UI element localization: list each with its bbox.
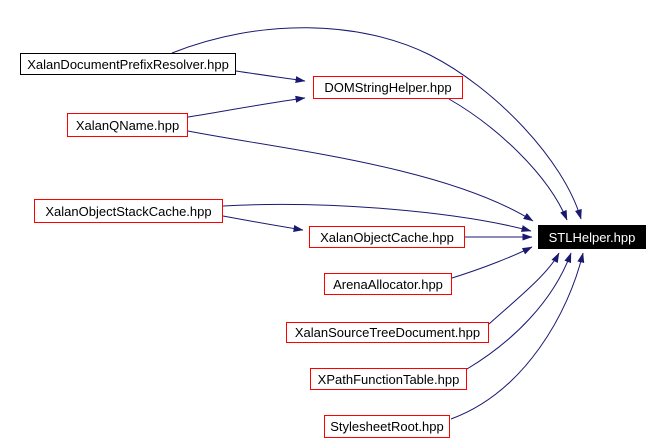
node-xalanobjectstackcache-hpp[interactable]: XalanObjectStackCache.hpp <box>34 199 223 223</box>
node-stlhelper-hpp: STLHelper.hpp <box>538 225 646 249</box>
edge-arenaallocator-stlhelper <box>451 246 533 279</box>
node-domstringhelper-hpp[interactable]: DOMStringHelper.hpp <box>313 76 463 99</box>
node-xalanobjectcache-hpp[interactable]: XalanObjectCache.hpp <box>309 226 465 248</box>
edge-sourcetreedocument-stlhelper <box>488 252 560 325</box>
node-xpathfunctiontable-hpp[interactable]: XPathFunctionTable.hpp <box>310 368 467 390</box>
node-arenaallocator-hpp[interactable]: ArenaAllocator.hpp <box>324 273 452 295</box>
edge-domstringhelper-stlhelper <box>448 98 568 221</box>
edge-xalanqname-domstringhelper <box>187 95 306 118</box>
edge-xpathfunctiontable-stlhelper <box>466 252 572 370</box>
edge-objectstackcache-objectcache <box>222 215 304 232</box>
node-xalansourcetreedocument-hpp[interactable]: XalanSourceTreeDocument.hpp <box>286 322 489 343</box>
edge-xalanqname-stlhelper <box>187 130 534 222</box>
node-stylesheetroot-hpp[interactable]: StylesheetRoot.hpp <box>324 415 450 438</box>
edge-prefixresolver-domstringhelper <box>235 70 306 84</box>
node-xalanqname-hpp[interactable]: XalanQName.hpp <box>67 113 188 137</box>
node-xalandocumentprefixresolver-hpp[interactable]: XalanDocumentPrefixResolver.hpp <box>20 53 236 75</box>
